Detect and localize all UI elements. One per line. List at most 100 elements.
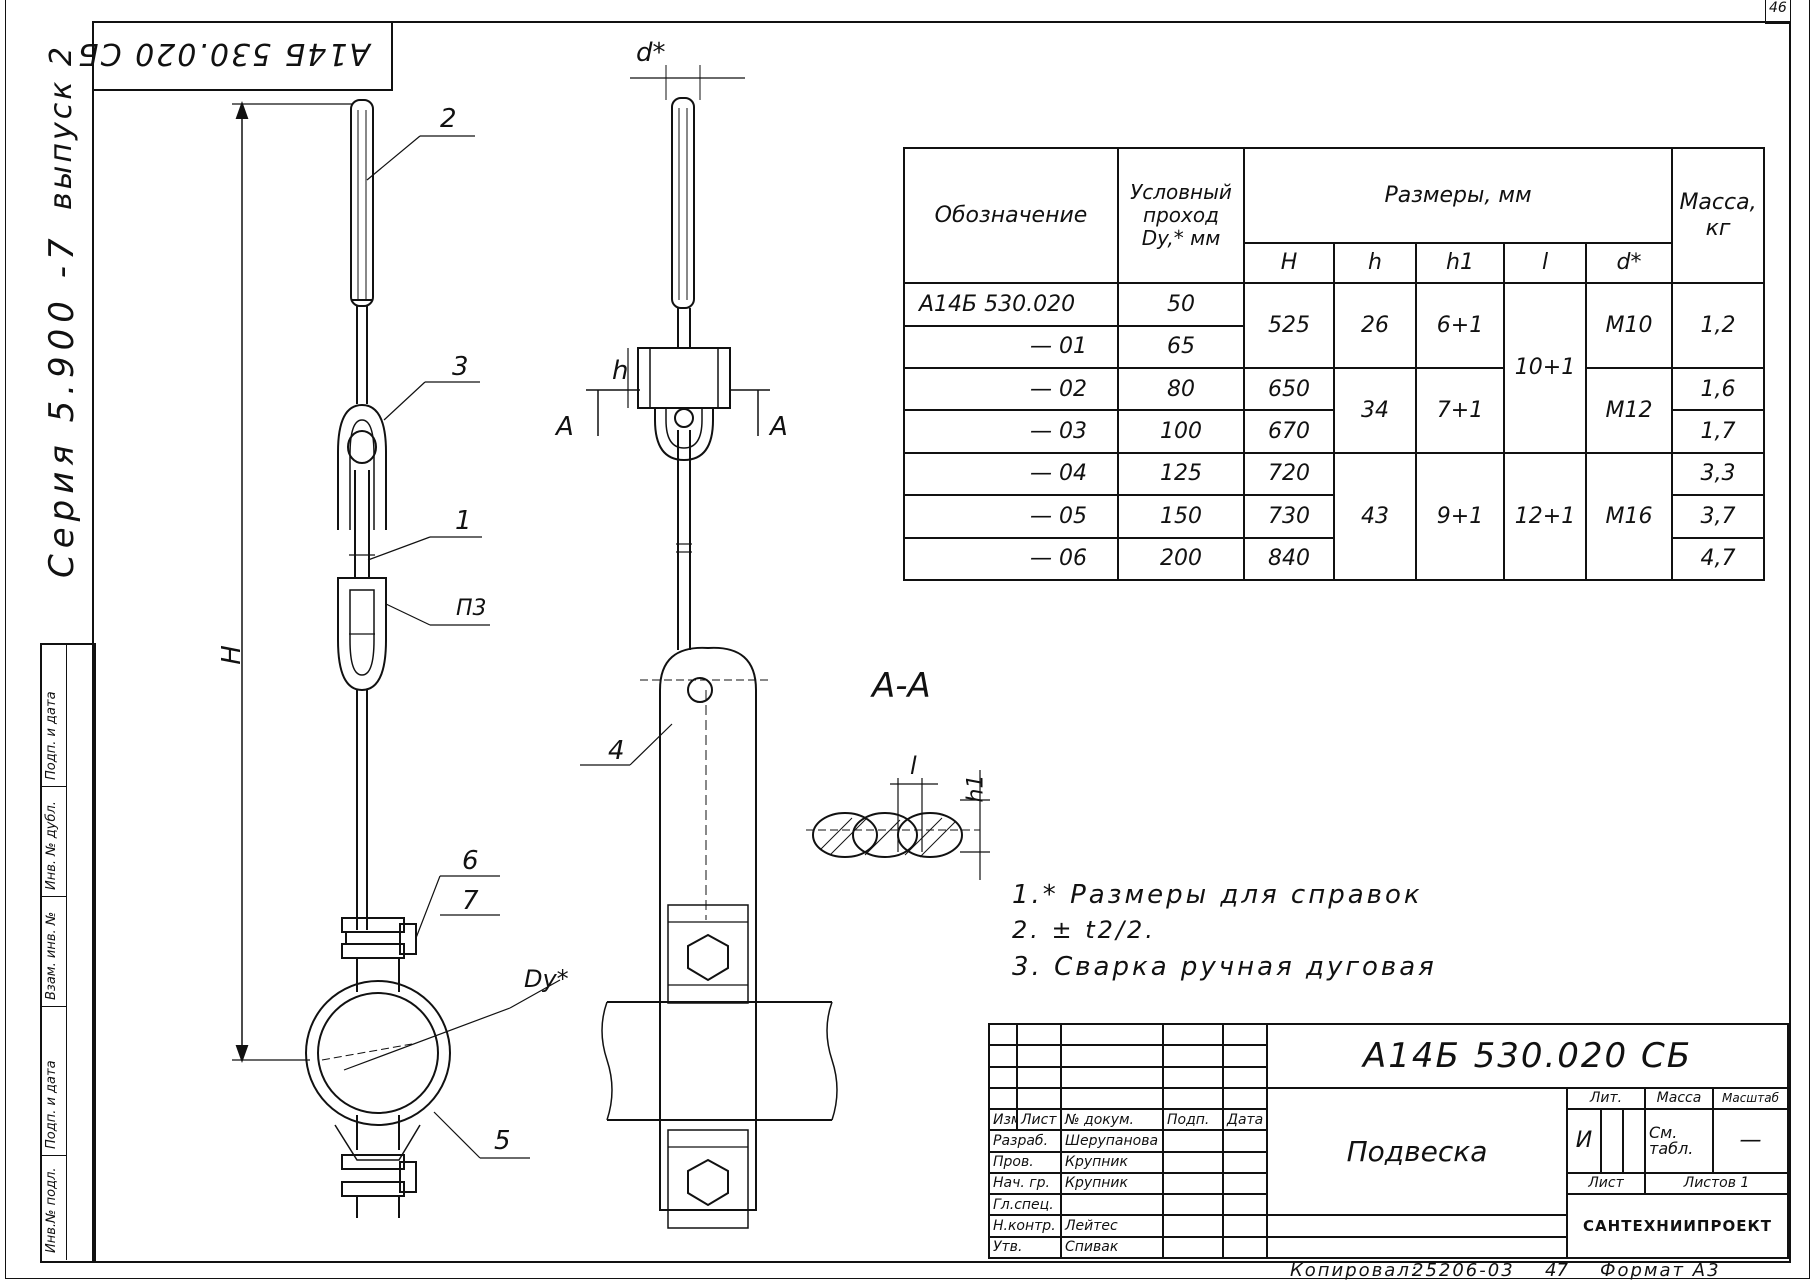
section-aa bbox=[806, 770, 990, 880]
row-mass: 3,3 bbox=[1671, 451, 1766, 497]
side-stamp-cell bbox=[40, 786, 67, 897]
row-dy: 65 bbox=[1117, 324, 1245, 370]
row-dy: 150 bbox=[1117, 494, 1245, 539]
position-7: 7 bbox=[462, 886, 479, 916]
code-stamp-box bbox=[92, 21, 393, 91]
cell-h1-9: 9+1 bbox=[1415, 451, 1505, 582]
label-section-a-left: A bbox=[556, 412, 574, 442]
side-stamp-cell bbox=[40, 643, 67, 787]
front-view bbox=[232, 99, 561, 1218]
note-3: 3. Сварка ручная дуговая bbox=[1012, 952, 1437, 982]
note-2: 2. ± t2/2. bbox=[1012, 916, 1156, 944]
cell-d-m10: M10 bbox=[1584, 282, 1674, 370]
role: Гл.спец. bbox=[988, 1193, 1062, 1217]
side-stamp-cell bbox=[40, 896, 67, 1007]
row-dy: 125 bbox=[1117, 451, 1245, 497]
label-l: l bbox=[910, 752, 917, 780]
scale-value: — bbox=[1711, 1108, 1790, 1174]
header-dimensions: Размеры, мм bbox=[1242, 147, 1674, 244]
cell-d-m16: M16 bbox=[1584, 451, 1674, 582]
row-designation: — 06 bbox=[903, 536, 1119, 582]
cell-h-43: 43 bbox=[1333, 451, 1417, 582]
page-number: 46 bbox=[1769, 0, 1787, 16]
header-mass: Масса, кг bbox=[1671, 146, 1766, 285]
role: Утв. bbox=[988, 1235, 1062, 1260]
cell-h-34: 34 bbox=[1333, 367, 1417, 454]
position-5: 5 bbox=[494, 1126, 511, 1156]
sheets-label: Листов 1 bbox=[1643, 1171, 1790, 1196]
cell-H-730: 730 bbox=[1243, 494, 1335, 539]
cell-H-720: 720 bbox=[1243, 451, 1335, 497]
section-title: A-A bbox=[872, 666, 931, 706]
label-dy-star: Dy* bbox=[524, 965, 569, 993]
row-designation: — 01 bbox=[903, 324, 1119, 370]
cell-H-525: 525 bbox=[1243, 282, 1335, 370]
person: Крупник bbox=[1060, 1150, 1164, 1174]
person: Лейтес bbox=[1060, 1214, 1164, 1238]
label-d-star: d* bbox=[636, 38, 666, 68]
col-izm: Изм. bbox=[988, 1108, 1018, 1132]
position-2: 2 bbox=[440, 104, 457, 134]
cell-H-670: 670 bbox=[1243, 409, 1335, 454]
header-H: H bbox=[1243, 241, 1335, 285]
scale-label: Масштаб bbox=[1711, 1086, 1790, 1111]
header-h: h bbox=[1333, 241, 1417, 285]
row-mass: 4,7 bbox=[1671, 536, 1766, 582]
role: Пров. bbox=[988, 1150, 1062, 1174]
doc-code: А14Б 530.020 СБ bbox=[1265, 1023, 1790, 1089]
mass-label: Масса bbox=[1644, 1086, 1714, 1111]
person bbox=[1060, 1193, 1164, 1217]
note-1: 1.* Размеры для справок bbox=[1012, 880, 1423, 910]
col-sign: Подп. bbox=[1162, 1108, 1224, 1132]
row-dy: 50 bbox=[1117, 282, 1245, 327]
person: Спивак bbox=[1060, 1235, 1164, 1260]
role: Нач. гр. bbox=[988, 1171, 1062, 1196]
title-block: А14Б 530.020 СБ Подвеска Лит. Масса Масш… bbox=[988, 1022, 1790, 1260]
cell-h1-6: 6+1 bbox=[1415, 282, 1505, 370]
cell-h-26: 26 bbox=[1333, 282, 1417, 370]
sheet-label: Лист bbox=[1566, 1171, 1646, 1196]
row-mass: 1,7 bbox=[1671, 409, 1766, 454]
spec-table: Обозначение Условный проход Dy,* мм Разм… bbox=[903, 146, 1766, 582]
col-doc: № докум. bbox=[1060, 1108, 1164, 1132]
inner-frame bbox=[92, 21, 1791, 1263]
side-view bbox=[580, 65, 838, 1229]
side-stamp-cell bbox=[40, 1155, 67, 1260]
position-3: 3 bbox=[452, 352, 469, 382]
cell-h1-7: 7+1 bbox=[1415, 367, 1505, 454]
row-dy: 80 bbox=[1117, 367, 1245, 412]
header-h1: h1 bbox=[1415, 241, 1505, 285]
cell-l-12: 12+1 bbox=[1503, 451, 1587, 582]
label-h1: h1 bbox=[963, 774, 989, 803]
col-date: Дата bbox=[1222, 1108, 1268, 1132]
role: Н.контр. bbox=[988, 1214, 1062, 1238]
row-dy: 100 bbox=[1117, 409, 1245, 454]
label-section-a-right: A bbox=[770, 412, 788, 442]
cell-H-650: 650 bbox=[1243, 367, 1335, 412]
header-l: l bbox=[1503, 241, 1587, 285]
page-number-box bbox=[1765, 0, 1791, 24]
header-nominal-bore: Условный проход Dy,* мм bbox=[1117, 146, 1245, 285]
doc-name: Подвеска bbox=[1266, 1086, 1568, 1217]
footer-copied: Копировал: bbox=[1290, 1260, 1419, 1281]
row-designation: — 05 bbox=[903, 494, 1119, 539]
cell-H-840: 840 bbox=[1243, 536, 1335, 582]
footer-num: 47 bbox=[1545, 1260, 1568, 1281]
footer-order: 25206-03 bbox=[1412, 1260, 1515, 1281]
label-H: H bbox=[216, 645, 247, 665]
row-mass: 1,2 bbox=[1671, 282, 1766, 370]
row-designation: — 04 bbox=[903, 451, 1119, 497]
col-list: Лист bbox=[1016, 1108, 1062, 1132]
side-stamp-cell bbox=[40, 1006, 67, 1156]
row-mass: 3,7 bbox=[1671, 494, 1766, 539]
position-6: 6 bbox=[462, 846, 479, 876]
row-designation: — 02 bbox=[903, 367, 1119, 412]
position-1: 1 bbox=[455, 506, 472, 536]
cell-l-10: 10+1 bbox=[1503, 282, 1587, 454]
person: Шерупанова bbox=[1060, 1129, 1164, 1153]
header-d: d* bbox=[1584, 241, 1674, 285]
row-dy: 200 bbox=[1117, 536, 1245, 582]
row-designation: А14Б 530.020 bbox=[903, 282, 1119, 327]
